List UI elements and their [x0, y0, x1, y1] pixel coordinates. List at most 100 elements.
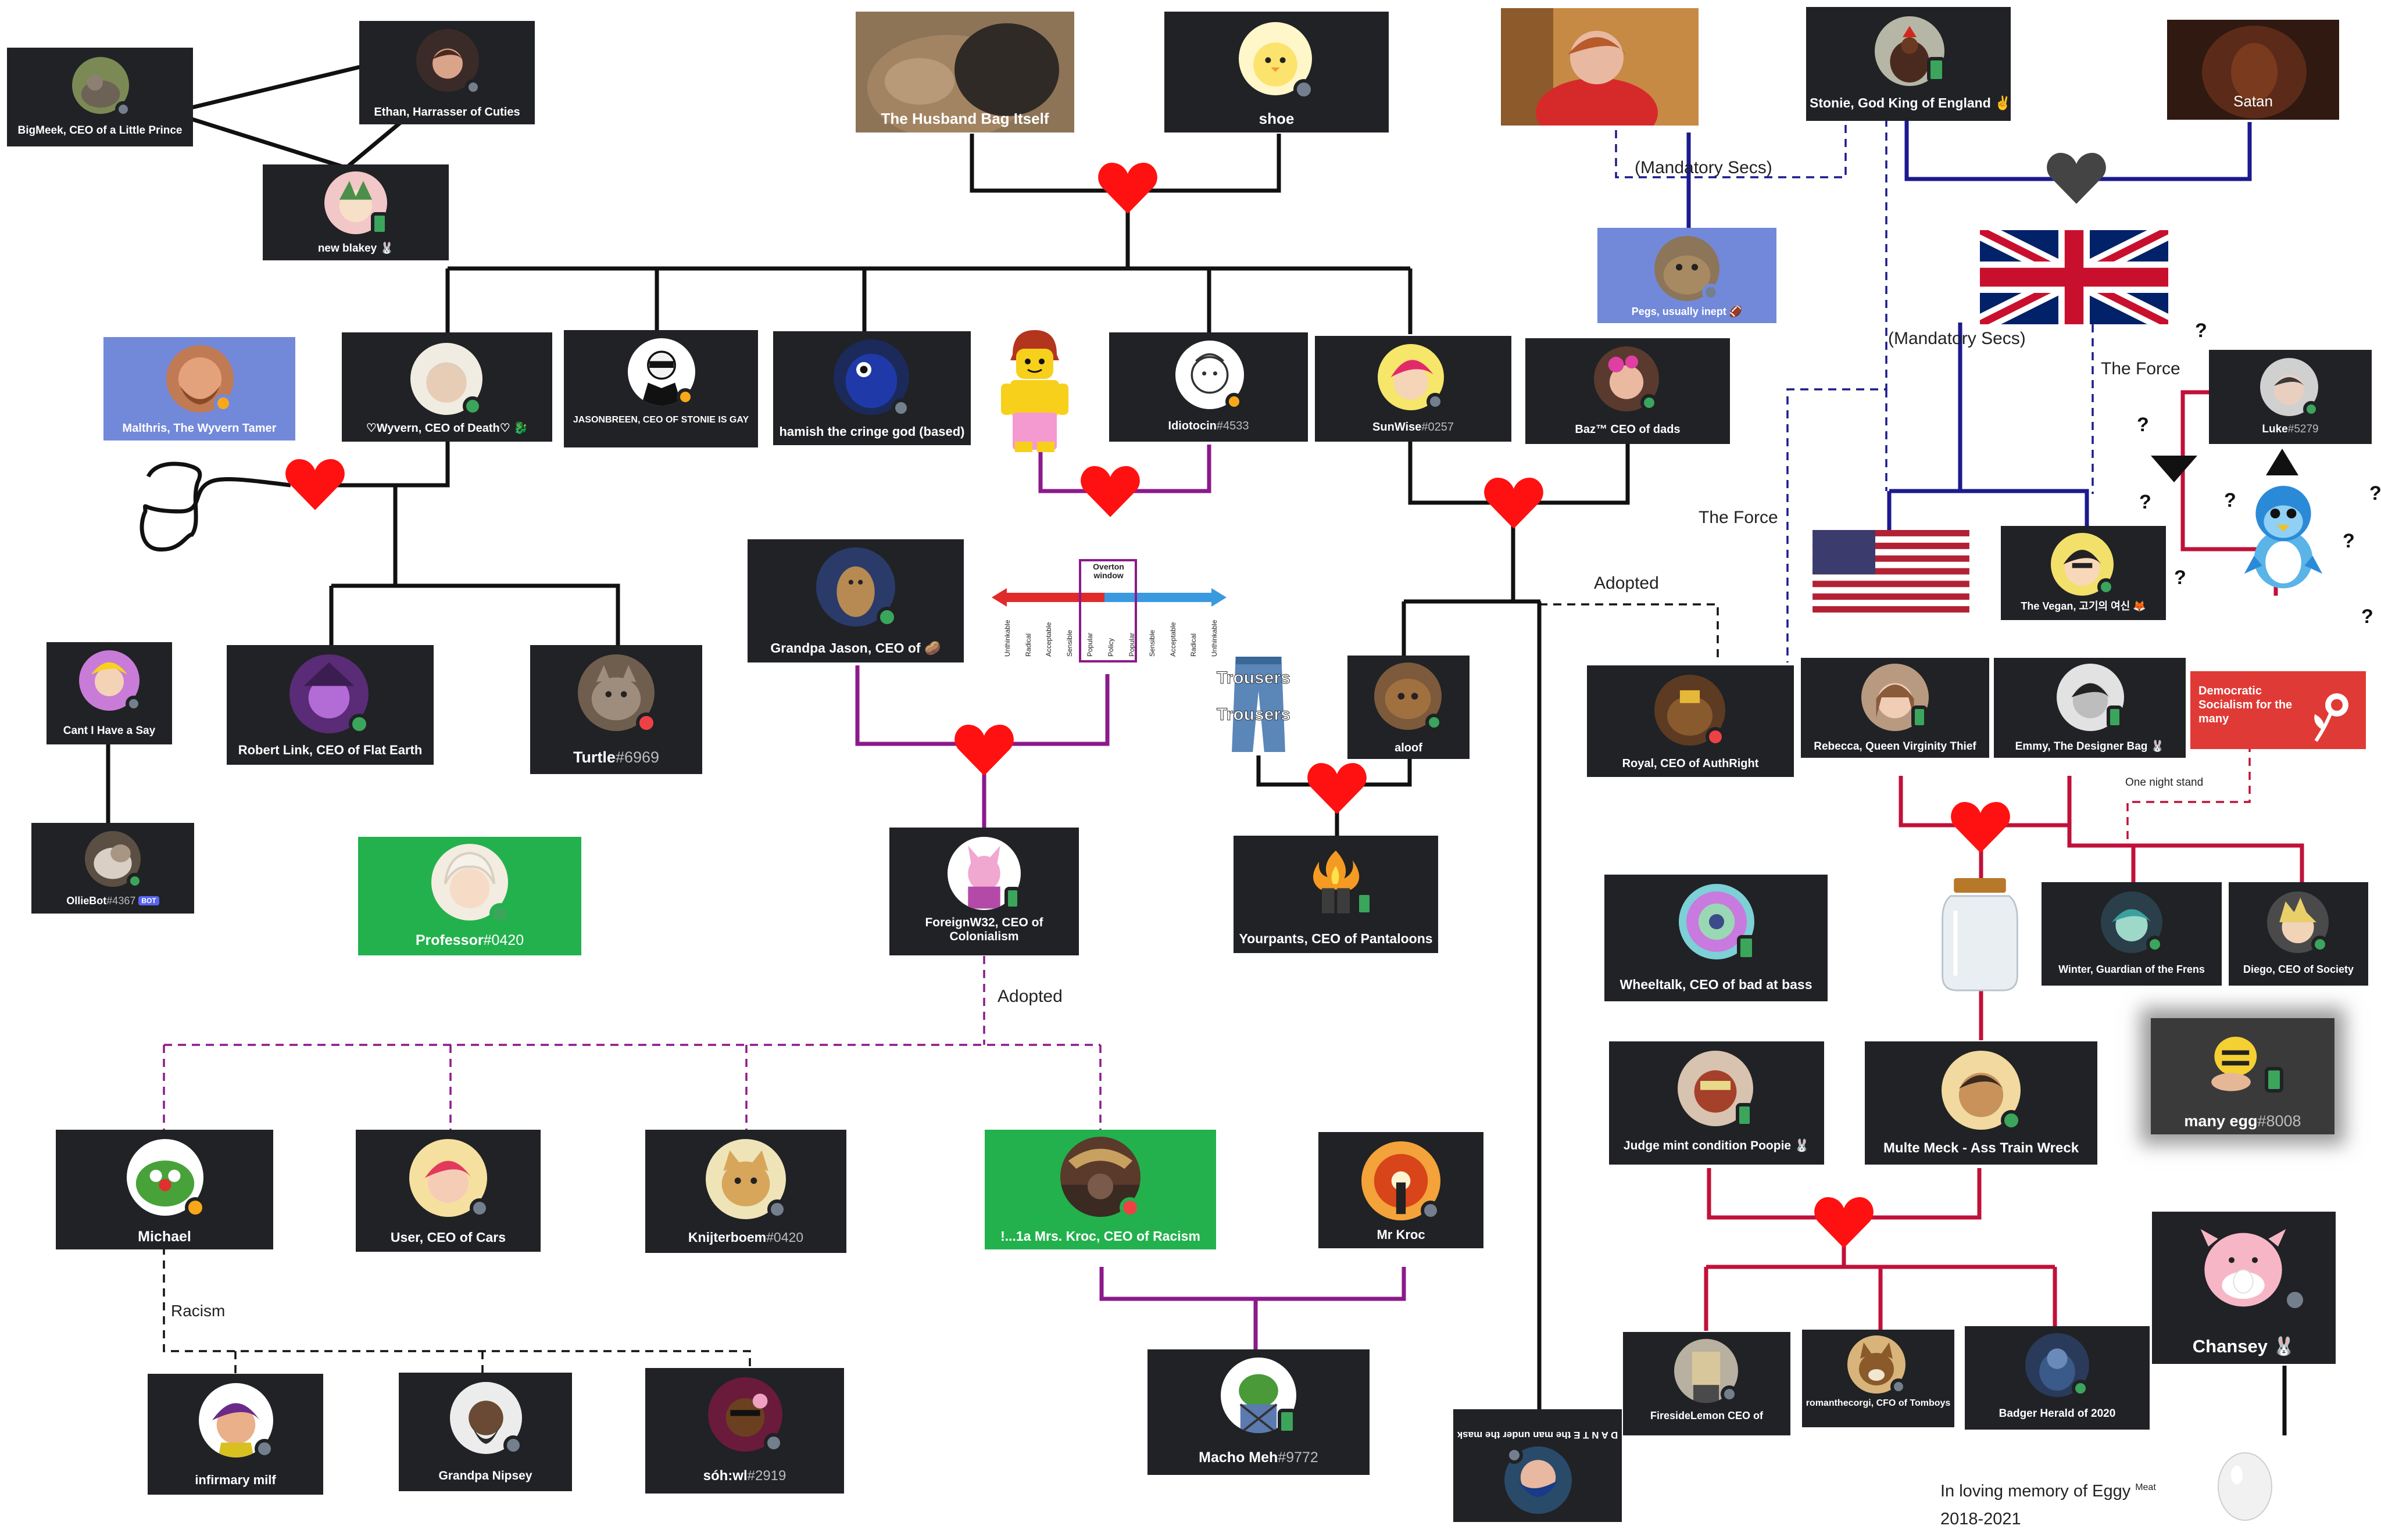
member-card-grandpa-jason[interactable]: Grandpa Jason, CEO of 🥔: [748, 539, 964, 662]
member-name: infirmary milf: [195, 1473, 276, 1487]
heart-icon: [1081, 465, 1140, 517]
member-name: Professor#0420: [415, 932, 524, 948]
member-card-macho-meh[interactable]: Macho Meh#9772: [1147, 1349, 1370, 1475]
member-card-pegs[interactable]: Pegs, usually inept 🏈: [1597, 228, 1776, 323]
mobile-status-icon: [1927, 57, 1946, 83]
online-status-icon: [463, 396, 482, 416]
member-name: Winter, Guardian of the Frens: [2058, 964, 2205, 975]
offline-status-icon: [1293, 79, 1314, 100]
online-status-icon: [127, 873, 143, 889]
member-card-diego[interactable]: Diego, CEO of Society: [2229, 882, 2368, 986]
member-card-ethan[interactable]: Ethan, Harrasser of Cuties: [359, 21, 535, 124]
offline-status-icon: [503, 1435, 523, 1455]
us-flag-icon: [1812, 530, 1969, 613]
member-card-sohawl[interactable]: sóh:wl#2919: [645, 1368, 844, 1494]
heart-icon: [285, 459, 345, 510]
member-name: many egg#8008: [2184, 1112, 2301, 1130]
question-mark: ?: [2361, 606, 2373, 628]
question-mark: ?: [2174, 567, 2186, 589]
mobile-status-icon: [2107, 705, 2123, 729]
member-card-wheeltalk[interactable]: Wheeltalk, CEO of bad at bass: [1604, 875, 1828, 1001]
question-mark: ?: [2224, 489, 2236, 511]
member-name: Turtle#6969: [573, 748, 660, 766]
member-card-firesidelemon[interactable]: FiresideLemon CEO of: [1623, 1332, 1790, 1435]
member-card-idiotocin[interactable]: Idiotocin#4533: [1109, 332, 1308, 442]
member-card-husband-bag[interactable]: The Husband Bag Itself: [856, 12, 1074, 132]
member-card-dante[interactable]: D A N T E the man under the mask: [1453, 1409, 1622, 1522]
member-name: Knijterboem#0420: [688, 1230, 804, 1245]
member-card-bigmeek[interactable]: BigMeek, CEO of a Little Prince: [7, 48, 193, 146]
member-card-many-egg[interactable]: many egg#8008: [2151, 1018, 2334, 1134]
member-name: Chansey 🐰: [2192, 1336, 2296, 1356]
heart-icon: [954, 724, 1014, 776]
member-card-turtle[interactable]: Turtle#6969: [530, 645, 702, 774]
member-card-mr-kroc[interactable]: Mr Kroc: [1318, 1132, 1483, 1248]
member-card-democratic-socialism[interactable]: Democratic Socialism for the many: [2190, 671, 2366, 749]
member-card-shoe[interactable]: shoe: [1164, 12, 1389, 132]
member-name: Idiotocin#4533: [1168, 420, 1249, 432]
member-card-professor[interactable]: Professor#0420: [358, 837, 581, 955]
member-card-infirmary-milf[interactable]: infirmary milf: [148, 1374, 323, 1495]
member-name: Stonie, God King of England ✌: [1810, 95, 2011, 110]
member-card-aloof[interactable]: aloof: [1347, 656, 1470, 759]
member-card-royal[interactable]: Royal, CEO of AuthRight: [1587, 665, 1794, 777]
trousers-figure: [1232, 657, 1285, 752]
member-card-winter[interactable]: Winter, Guardian of the Frens: [2042, 882, 2222, 986]
member-card-olliebot[interactable]: OllieBot#4367 BOT: [31, 823, 194, 914]
member-card-vegan[interactable]: The Vegan, 고기의 여신 🦊: [2001, 526, 2166, 620]
member-card-cant-i-have-a-say[interactable]: Cant I Have a Say: [47, 642, 172, 744]
avatar: [416, 29, 479, 92]
member-card-new-blakey[interactable]: new blakey 🐰: [263, 164, 449, 260]
heart-icon: [1951, 801, 2010, 853]
question-mark: ?: [2139, 491, 2151, 513]
member-card-sunwise[interactable]: SunWise#0257: [1315, 336, 1511, 442]
member-name: Democratic Socialism for the many: [2198, 685, 2293, 725]
member-card-multe-meck[interactable]: Multe Meck - Ass Train Wreck: [1865, 1041, 2097, 1165]
member-card-satan[interactable]: Satan: [2167, 20, 2339, 120]
mandatory-secs-label: (Mandatory Secs): [1888, 329, 2026, 348]
member-card-michael[interactable]: Michael: [56, 1130, 273, 1249]
avatar: [1594, 346, 1659, 411]
adopted-label: Adopted: [1594, 574, 1659, 593]
member-card-luke[interactable]: Luke#5279: [2209, 350, 2372, 444]
member-name: ForeignW32, CEO of Colonialism: [925, 916, 1043, 944]
member-card-chansey[interactable]: Chansey 🐰: [2152, 1212, 2336, 1364]
mobile-status-icon: [1736, 1103, 1753, 1127]
racism-label: Racism: [171, 1302, 226, 1320]
member-card-rebecca[interactable]: Rebecca, Queen Virginity Thief: [1801, 658, 1989, 758]
mobile-status-icon: [2265, 1067, 2283, 1093]
avatar: [79, 650, 140, 711]
member-card-mrs-kroc[interactable]: !...1a Mrs. Kroc, CEO of Racism: [985, 1130, 1216, 1249]
rose-icon: [2314, 693, 2348, 742]
member-card-foreignw32[interactable]: ForeignW32, CEO of Colonialism: [889, 828, 1079, 955]
member-name: Grandpa Jason, CEO of 🥔: [770, 640, 941, 656]
member-card-emmy[interactable]: Emmy, The Designer Bag 🐰: [1994, 658, 2186, 758]
member-card-malthris[interactable]: Malthris, The Wyvern Tamer: [103, 337, 295, 440]
bot-badge: BOT: [138, 896, 159, 906]
member-card-robert-link[interactable]: Robert Link, CEO of Flat Earth: [227, 645, 434, 765]
idle-status-icon: [1225, 393, 1243, 410]
member-card-grandpa-nipsey[interactable]: Grandpa Nipsey: [399, 1373, 572, 1491]
member-card-yourpants[interactable]: Yourpants, CEO of Pantaloons: [1234, 836, 1438, 953]
overton-tick-list: Unthinkable Radical Acceptable Sensible …: [1003, 610, 1218, 657]
member-name: Robert Link, CEO of Flat Earth: [238, 743, 423, 757]
member-card-stonie[interactable]: Stonie, God King of England ✌: [1806, 7, 2011, 121]
mobile-status-icon: [371, 212, 388, 235]
member-card-badger[interactable]: Badger Herald of 2020: [1965, 1326, 2150, 1430]
member-name: !...1a Mrs. Kroc, CEO of Racism: [1000, 1229, 1200, 1244]
member-card-hamish[interactable]: hamish the cringe god (based): [773, 331, 971, 445]
member-name: Multe Meck - Ass Train Wreck: [1883, 1140, 2079, 1156]
member-card-wyvern[interactable]: ♡Wyvern, CEO of Death♡ 🐉: [342, 332, 552, 442]
member-card-judge[interactable]: Judge mint condition Poopie 🐰: [1609, 1041, 1824, 1165]
member-name: Rebecca, Queen Virginity Thief: [1814, 740, 1976, 753]
member-card-user-cars[interactable]: User, CEO of Cars: [356, 1130, 541, 1252]
offline-status-icon: [1702, 284, 1719, 301]
avatar: [166, 345, 234, 413]
member-name: D A N T E the man under the mask: [1457, 1430, 1618, 1441]
member-card-baz[interactable]: Baz™ CEO of dads: [1525, 338, 1730, 444]
avatar: [1847, 1335, 1905, 1394]
offline-status-icon: [115, 101, 131, 117]
member-card-knijterboem[interactable]: Knijterboem#0420: [645, 1130, 846, 1253]
member-card-jasonbreen[interactable]: JASONBREEN, CEO OF STONIE IS GAY: [564, 330, 758, 447]
member-card-romanthecorgi[interactable]: romanthecorgi, CFO of Tomboys: [1802, 1330, 1954, 1427]
